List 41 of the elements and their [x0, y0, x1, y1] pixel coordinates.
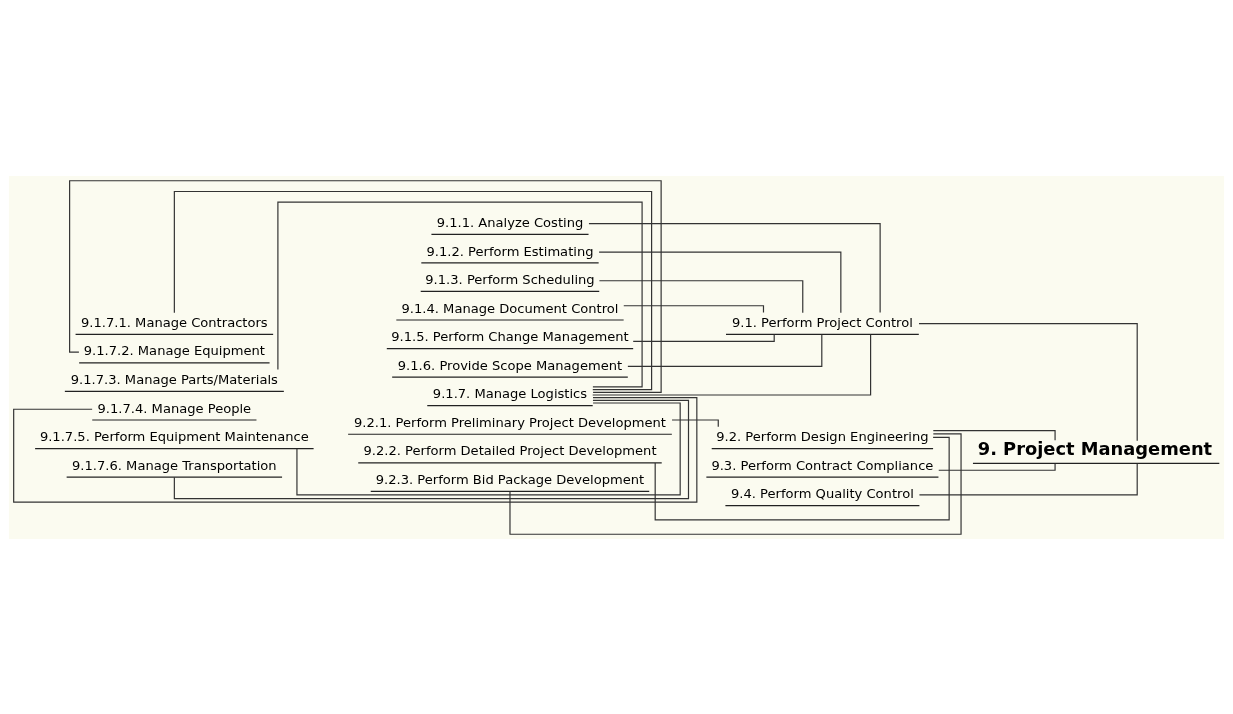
node-text: 9.1.3. Perform Scheduling — [425, 271, 595, 287]
node-text: 9.1.7.5. Perform Equipment Maintenance — [39, 428, 309, 444]
connector — [623, 304, 765, 313]
connector — [918, 462, 1138, 496]
node-text: 9.1.6. Provide Scope Management — [397, 357, 623, 373]
node-text: 9.1.1. Analyze Costing — [436, 214, 584, 230]
node-text: 9.1.7.2. Manage Equipment — [83, 342, 265, 358]
node-text: 9.1.5. Perform Change Management — [391, 328, 629, 344]
connector — [277, 201, 643, 388]
node-text: 9.1.2. Perform Estimating — [426, 243, 594, 258]
node-text: 9.4. Perform Quality Control — [731, 485, 914, 501]
node-text: 9.2.2. Perform Detailed Project Development — [363, 442, 657, 458]
connector — [932, 429, 1056, 441]
connector — [918, 322, 1138, 441]
node-text: 9. Project Management — [977, 437, 1213, 459]
node-text: 9.2.1. Perform Preliminary Project Development — [353, 414, 666, 430]
connector — [296, 401, 681, 496]
connector — [173, 190, 653, 390]
connector — [509, 432, 962, 535]
node-text: 9.1.7. Manage Logistics — [432, 385, 588, 401]
node-text: 9.1.7.1. Manage Contractors — [81, 314, 268, 330]
connector — [173, 399, 690, 499]
connector — [632, 333, 775, 342]
node-text: 9.2.3. Perform Bid Package Development — [375, 471, 645, 487]
connector — [654, 436, 950, 521]
node-text: 9.2. Perform Design Engineering — [716, 428, 929, 444]
node-text: 9.3. Perform Contract Compliance — [711, 457, 934, 473]
node-text: 9.1. Perform Project Control — [732, 314, 913, 330]
connector — [13, 396, 698, 503]
connector — [598, 279, 804, 313]
node-text: 9.1.7.6. Manage Transportation — [72, 457, 277, 473]
connector — [588, 222, 881, 313]
connector — [671, 418, 719, 427]
connector — [69, 179, 662, 393]
node-text: 9.1.4. Manage Document Control — [401, 300, 619, 316]
connector — [592, 333, 872, 396]
connector — [598, 251, 842, 313]
node-text: 9.1.7.3. Manage Parts/Materials — [70, 371, 278, 387]
node-text: 9.1.7.4. Manage People — [97, 400, 252, 416]
connector — [938, 462, 1056, 471]
connector — [627, 333, 823, 367]
